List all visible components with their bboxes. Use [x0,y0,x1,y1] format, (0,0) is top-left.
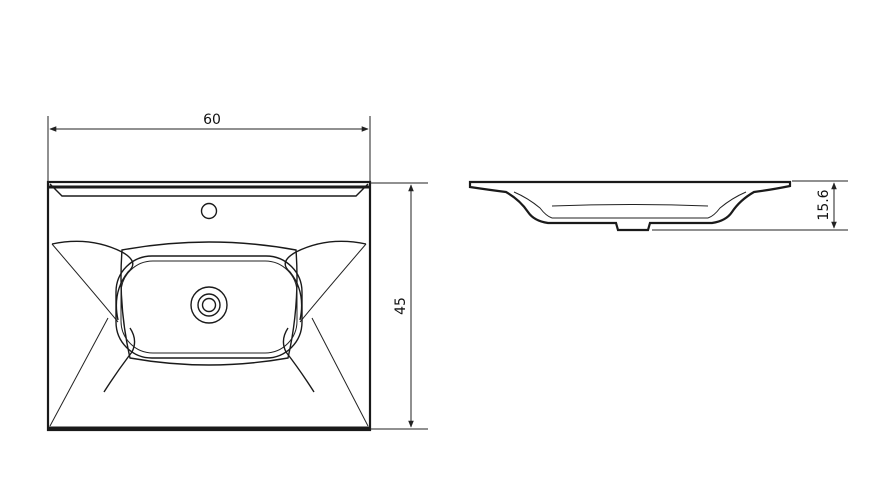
basin-outer-edge [46,180,372,432]
drain-middle [197,293,221,317]
side-inner-shade-right [707,191,747,219]
bowl-inner-lip [120,260,298,354]
deck-slope-right-lower [311,317,369,427]
width-dimension: 60 [47,112,371,182]
deck-slope-right-upper [299,243,367,323]
drain-outer [190,286,228,324]
top-view [46,180,372,432]
left-wing-upper [51,240,134,321]
drain-inner [201,297,217,313]
side-view [468,180,792,232]
basin-back-bevel [49,183,369,197]
deck-slope-left-lower [49,317,109,427]
side-inner-shade-left [513,191,553,219]
side-bowl-rim-line [551,204,709,207]
depth-value: 45 [393,297,409,315]
right-wing-upper [284,240,367,321]
faucet-hole [200,202,218,220]
deck-slope-left-upper [51,243,119,323]
height-dimension: 15.6 [652,180,848,231]
side-profile-outline [468,180,792,232]
bowl-outer-contour [120,241,298,366]
bowl-inner-basin [115,255,303,359]
depth-dimension: 45 [370,182,428,430]
width-value: 60 [203,112,221,128]
height-value: 15.6 [816,189,832,220]
